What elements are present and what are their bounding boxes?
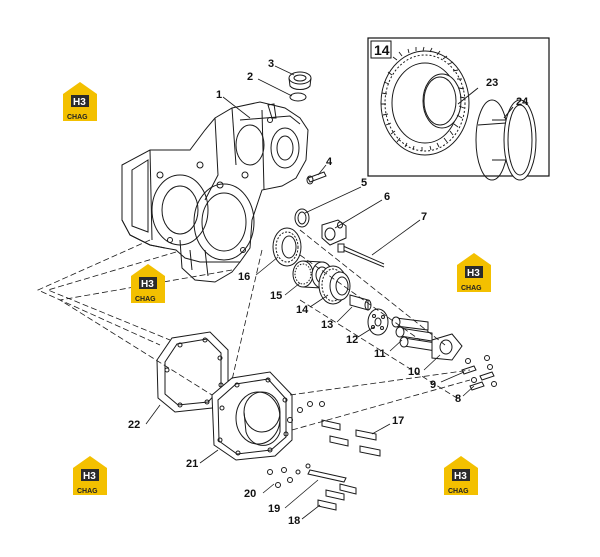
- gear-23: [380, 46, 470, 156]
- callout-14: 14: [296, 304, 309, 316]
- bolts-18: [317, 483, 357, 511]
- leader-lines: [145, 65, 475, 520]
- watermark-sub-3: CHAG: [461, 285, 482, 292]
- callout-6: 6: [384, 191, 390, 203]
- bushing-24: [475, 99, 537, 181]
- callout-15: 15: [270, 290, 282, 302]
- callout-12: 12: [346, 334, 358, 346]
- washers-19: [295, 463, 347, 483]
- callouts: 1 2 3 4 5 6 7 8 9 10 11 12 13 14 15 16 1…: [128, 58, 529, 527]
- callout-22: 22: [128, 419, 140, 431]
- bracket-6: [321, 219, 347, 246]
- seal-5: [294, 208, 310, 228]
- watermark-logo-5: H3 CHAG: [444, 456, 478, 495]
- cover-10: [431, 333, 463, 361]
- watermark-mark-3: H3: [467, 268, 480, 279]
- gear-14: [318, 265, 351, 305]
- callout-20: 20: [244, 488, 256, 500]
- watermark-logo-3: H3 CHAG: [457, 253, 491, 292]
- callout-21: 21: [186, 458, 198, 470]
- o-ring-2: [289, 92, 307, 102]
- callout-23: 23: [486, 77, 498, 89]
- callout-19: 19: [268, 503, 280, 515]
- fasteners-8-9: [461, 355, 497, 391]
- cover-21: [211, 371, 293, 461]
- inset-label: 14: [374, 42, 390, 58]
- callout-18: 18: [288, 515, 300, 527]
- watermark-logo-2: H3 CHAG: [131, 264, 165, 303]
- long-bolt-7: [337, 243, 385, 268]
- bolts-11: [391, 316, 437, 352]
- inset-box: 14: [367, 37, 550, 181]
- bolts-17: [287, 401, 381, 457]
- plug-3: [288, 71, 312, 90]
- callout-11: 11: [374, 348, 386, 360]
- callout-24: 24: [516, 96, 529, 108]
- shaft-13: [349, 294, 372, 311]
- watermark-mark-4: H3: [83, 471, 96, 482]
- watermark-mark-5: H3: [454, 471, 467, 482]
- watermark-sub-1: CHAG: [67, 114, 88, 121]
- callout-9: 9: [430, 379, 436, 391]
- callout-17: 17: [392, 415, 404, 427]
- callout-8: 8: [455, 393, 461, 405]
- callout-13: 13: [321, 319, 333, 331]
- plate-12: [367, 308, 389, 336]
- callout-7: 7: [421, 211, 427, 223]
- watermark-sub-5: CHAG: [448, 488, 469, 495]
- callout-16: 16: [238, 271, 250, 283]
- callout-3: 3: [268, 58, 274, 70]
- callout-4: 4: [326, 156, 333, 168]
- housing-1: [121, 101, 309, 283]
- watermark-mark-1: H3: [73, 97, 86, 108]
- alignment-lines: [37, 229, 471, 431]
- callout-10: 10: [408, 366, 420, 378]
- watermark-logo-1: H3 CHAG: [63, 82, 97, 121]
- watermark-sub-2: CHAG: [135, 296, 156, 303]
- watermark-mark-2: H3: [141, 279, 154, 290]
- bolt-4: [306, 171, 327, 185]
- callout-1: 1: [216, 89, 222, 101]
- ring-gear-16: [272, 227, 302, 267]
- callout-2: 2: [247, 71, 253, 83]
- watermark-logo-4: H3 CHAG: [73, 456, 107, 495]
- watermark-sub-4: CHAG: [77, 488, 98, 495]
- callout-5: 5: [361, 177, 367, 189]
- nuts-20: [267, 467, 293, 488]
